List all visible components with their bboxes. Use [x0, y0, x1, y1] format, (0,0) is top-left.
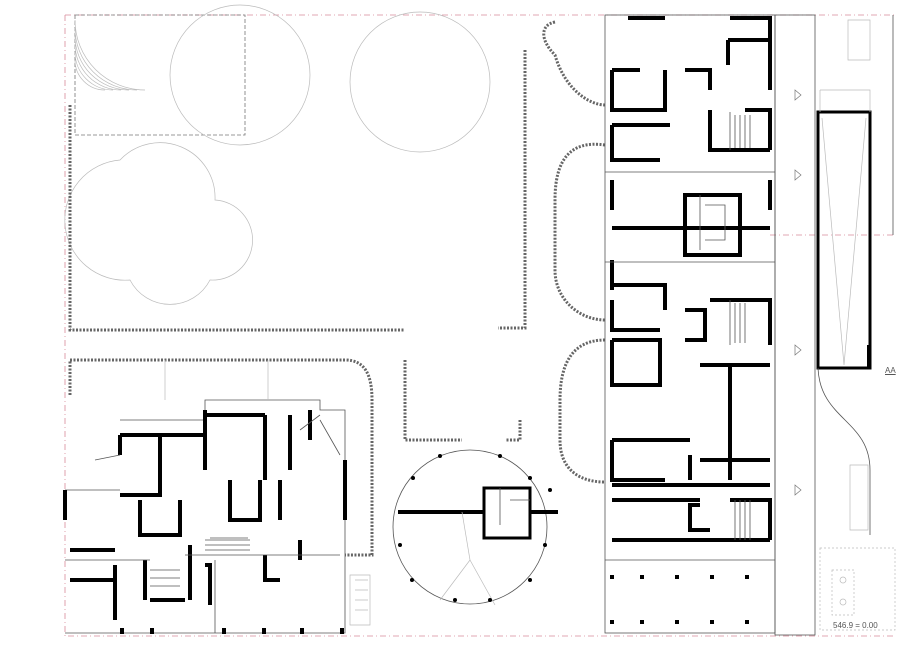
building-southwest [63, 399, 371, 634]
tree-canopy [169, 4, 311, 146]
colonnade-columns [610, 575, 749, 624]
level-label: 546.9 = 0.00 [833, 621, 878, 630]
tree-canopy [349, 11, 491, 153]
tree-cluster [64, 142, 253, 305]
hedges [68, 20, 606, 557]
play-area [74, 14, 246, 136]
building-east [604, 14, 776, 634]
site-grid-lines [164, 360, 269, 400]
section-marker-aa: AA [885, 366, 896, 375]
ramp [774, 14, 896, 636]
circular-pavilion [392, 449, 558, 606]
amphitheater-steps [74, 19, 146, 91]
